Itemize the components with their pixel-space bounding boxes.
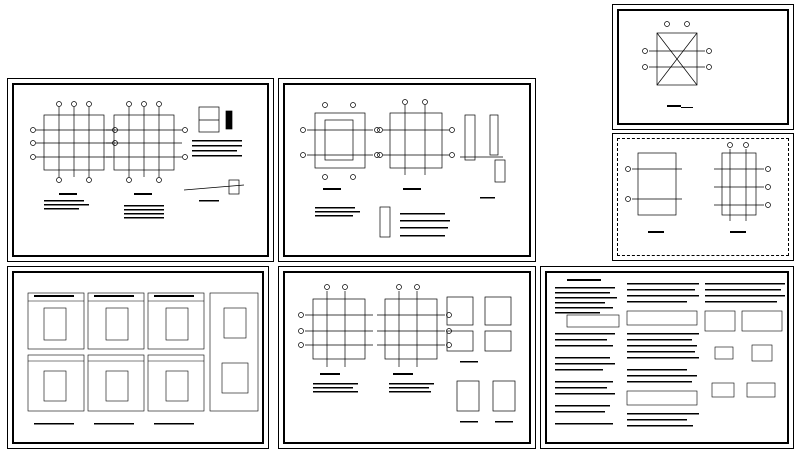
sheet-frame bbox=[283, 83, 531, 257]
notes-text bbox=[313, 361, 513, 423]
drawing-sheet-7[interactable] bbox=[612, 133, 794, 261]
sheet-frame bbox=[12, 271, 264, 444]
sheet-4-drawing bbox=[298, 284, 516, 423]
drawing-sheet-4[interactable] bbox=[278, 266, 536, 449]
general-notes-col-2 bbox=[627, 283, 699, 427]
drawing-sheet-1[interactable] bbox=[7, 78, 274, 262]
drawing-sheet-3[interactable] bbox=[7, 266, 269, 449]
sheet-7-drawing bbox=[625, 142, 771, 233]
sheet-frame bbox=[545, 271, 789, 444]
drawing-sheet-5[interactable] bbox=[540, 266, 794, 449]
drawing-sheet-6[interactable] bbox=[612, 4, 794, 130]
sheet-frame bbox=[617, 9, 789, 125]
sheet-1-drawing bbox=[30, 101, 245, 219]
detail-labels bbox=[34, 295, 194, 425]
general-notes-col-1 bbox=[555, 279, 617, 425]
sheet-3-drawing bbox=[27, 292, 259, 425]
section-details bbox=[446, 296, 516, 412]
notes-text bbox=[315, 188, 495, 237]
plan-titles bbox=[648, 231, 746, 233]
sheet-6-drawing bbox=[642, 21, 712, 108]
column-detail bbox=[379, 114, 506, 238]
floor-plan-b bbox=[377, 284, 452, 367]
roof-plan bbox=[642, 21, 712, 86]
plan-a bbox=[625, 152, 682, 216]
floor-plan-b bbox=[377, 99, 455, 175]
node-detail-grid bbox=[27, 292, 259, 412]
sheet-5-drawing bbox=[555, 279, 785, 427]
sheet-frame bbox=[617, 138, 789, 256]
floor-plan-a bbox=[30, 101, 118, 183]
plan-title bbox=[667, 105, 693, 108]
sheet-frame bbox=[283, 271, 531, 444]
sheet-2-drawing bbox=[300, 99, 506, 238]
floor-plan-b bbox=[106, 101, 188, 183]
floor-plan-a bbox=[300, 102, 380, 180]
notes-text bbox=[44, 140, 242, 219]
detail-section bbox=[183, 106, 245, 195]
drawing-sheet-2[interactable] bbox=[278, 78, 536, 262]
floor-plan-a bbox=[298, 284, 373, 367]
plan-b bbox=[714, 142, 771, 221]
notes-tables bbox=[566, 310, 783, 406]
sheet-frame bbox=[12, 83, 269, 257]
notes-col-3 bbox=[705, 283, 785, 303]
